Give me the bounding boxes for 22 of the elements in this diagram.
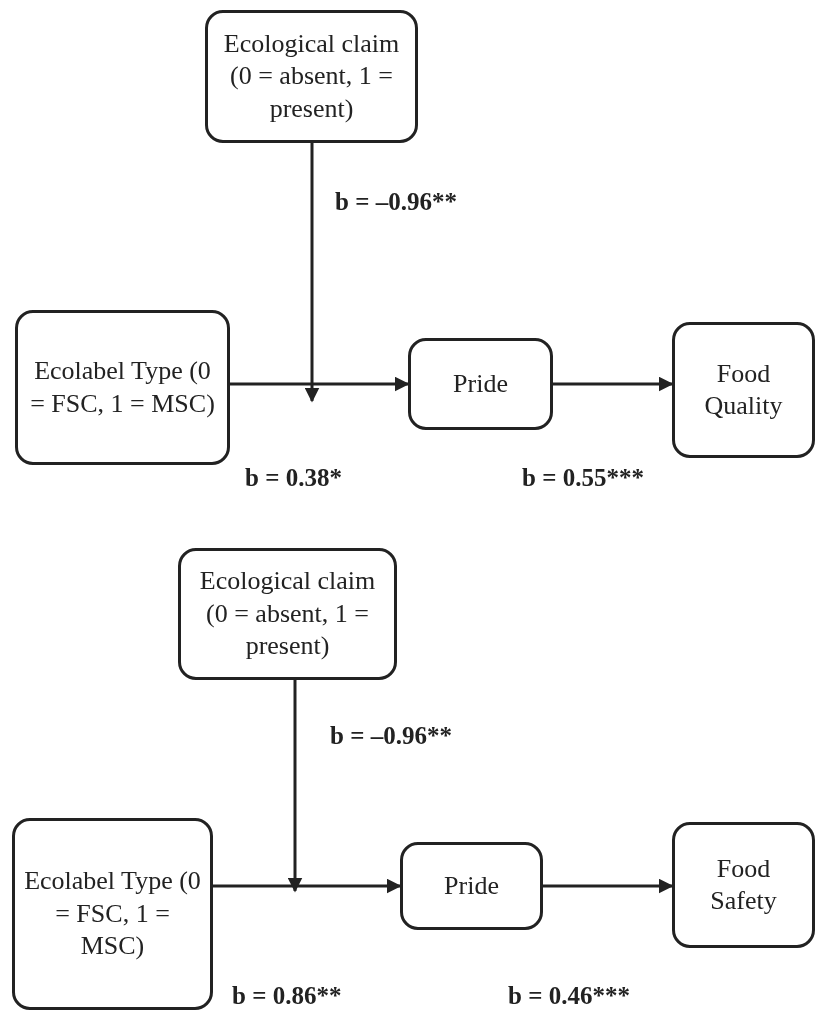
arrow xyxy=(543,878,674,894)
arrow xyxy=(287,680,303,893)
node-text: Pride xyxy=(453,367,508,400)
variable-box xyxy=(12,818,213,1010)
node-text: Food Quality xyxy=(703,357,784,422)
node-text: Ecolabel Type (0 = FSC, 1 = MSC) xyxy=(23,865,202,963)
node-text: Ecolabel Type (0 = FSC, 1 = MSC) xyxy=(29,355,216,420)
variable-box xyxy=(15,310,230,465)
variable-box xyxy=(400,842,543,930)
variable-box xyxy=(672,322,815,458)
node-text: Ecological claim (0 = absent, 1 = present) xyxy=(222,27,401,125)
variable-box xyxy=(408,338,553,430)
arrow xyxy=(553,376,674,392)
variable-box xyxy=(178,548,397,680)
arrow xyxy=(230,376,410,392)
arrow xyxy=(304,143,320,403)
node-text: Food Safety xyxy=(709,852,778,917)
arrow xyxy=(213,878,402,894)
node-text: Pride xyxy=(444,869,499,902)
variable-box xyxy=(205,10,418,143)
node-text: Ecological claim (0 = absent, 1 = present) xyxy=(198,565,377,663)
variable-box xyxy=(672,822,815,948)
